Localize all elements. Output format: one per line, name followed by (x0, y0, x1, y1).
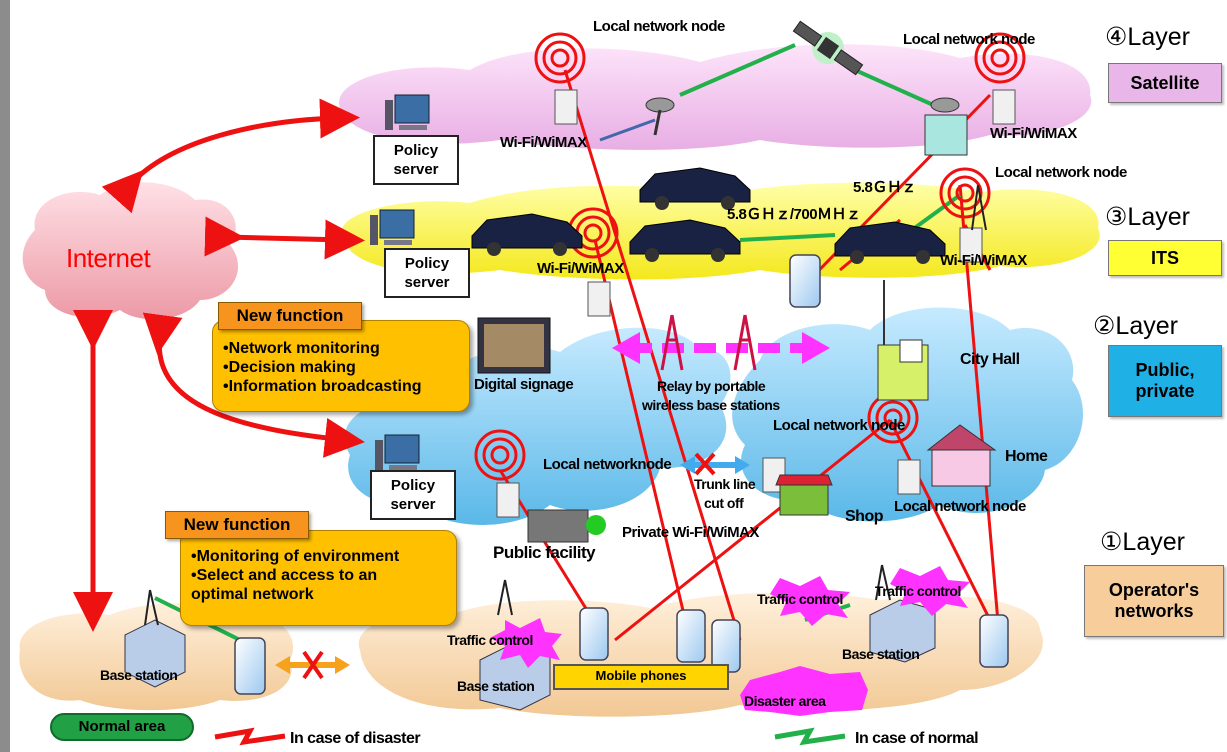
policy-server-label-1: Policy (390, 477, 436, 494)
digital-signage-label: Digital signage (474, 376, 574, 393)
trunk-line-label-1: Trunk line (694, 476, 756, 492)
layer4-title: ④Layer (1105, 23, 1190, 51)
policy-server-label-1: Policy (404, 255, 450, 272)
portable-base-station-icons (660, 314, 757, 371)
layer4-satellite-box: Satellite (1108, 63, 1222, 103)
mobile-phones-label: Mobile phones (553, 664, 729, 690)
satellite-dish-icon (645, 97, 675, 136)
local-network-node-label: Local networknode (543, 456, 672, 473)
normal-area-label: Normal area (50, 713, 194, 741)
disaster-area-label: Disaster area (744, 693, 826, 709)
policy-server-label-1: Policy (393, 142, 439, 159)
local-network-node-label: Local network node (903, 31, 1035, 48)
new-function-bottom-item: •Monitoring of environment (191, 548, 400, 565)
base-station-label: Base station (100, 667, 178, 683)
layer1-title: ①Layer (1100, 528, 1185, 556)
private-wifi-wimax-label: Private Wi-Fi/WiMAX (622, 524, 759, 541)
wifi-wimax-label: Wi-Fi/WiMAX (990, 125, 1077, 142)
legend-disaster-label: In case of disaster (290, 730, 421, 747)
layer2-public-private-box: Public, private (1108, 345, 1222, 417)
wifi-wimax-label: Wi-Fi/WiMAX (500, 134, 587, 151)
relay-arrow (612, 332, 830, 364)
legend-disaster-arrow (214, 727, 286, 746)
satellite-ground-links (599, 118, 656, 142)
satellite-cloud (339, 44, 1092, 150)
layer3-its-box: ITS (1108, 240, 1222, 276)
shop-icon (775, 474, 833, 516)
relay-label-line1: Relay by portable (657, 378, 766, 394)
trunk-line-arrow (680, 452, 750, 476)
base-station-label: Base station (457, 678, 535, 694)
satellite-ground-station-icon (924, 97, 968, 156)
node-rings-public-left (474, 429, 526, 481)
local-network-node-label: Local network node (773, 417, 905, 434)
frequency-58-label: 5.8ＧＨｚ (853, 179, 916, 196)
internet-its-link (204, 216, 365, 260)
new-function-top-item: •Information broadcasting (223, 378, 422, 395)
legend-normal-arrow (774, 727, 846, 746)
layer2-box-line2: private (1135, 381, 1195, 401)
public-facility-icon (527, 509, 606, 543)
frequency-58-700-label: 5.8ＧＨｚ/700ＭＨｚ (727, 206, 861, 223)
relay-label-line2: wireless base stations (642, 397, 780, 413)
layer2-box-line1: Public, (1135, 360, 1195, 381)
new-function-top-item: •Decision making (223, 359, 356, 376)
trunk-line-label-2: cut off (704, 495, 744, 511)
layer3-title: ③Layer (1105, 203, 1190, 231)
satellite-icon (792, 20, 864, 76)
tower-icons (144, 184, 987, 626)
layer1-box-line2: networks (1114, 601, 1194, 621)
policy-server-public: Policy server (370, 470, 456, 520)
node-rings-sat-right (974, 32, 1026, 84)
city-hall-label: City Hall (960, 351, 1020, 368)
internet-satellite-link (101, 98, 360, 214)
public-facility-label: Public facility (493, 543, 596, 562)
police-car-icons (471, 167, 946, 264)
new-function-top-header: New function (218, 302, 362, 330)
left-border (0, 0, 10, 752)
new-function-bottom-header: New function (165, 511, 309, 539)
policy-server-label-2: server (404, 274, 450, 291)
new-function-top-item: •Network monitoring (223, 340, 380, 357)
layer1-operator-box: Operator's networks (1084, 565, 1224, 637)
node-rings-its-right (939, 167, 991, 219)
policy-server-satellite: Policy server (373, 135, 459, 185)
base-station-label: Base station (842, 646, 920, 662)
new-function-bottom-item: optimal network (191, 586, 314, 603)
operator-cut-link (275, 650, 350, 680)
node-rings-sat-left (534, 32, 586, 84)
local-network-node-label: Local network node (593, 18, 725, 35)
internet-label: Internet (66, 243, 151, 273)
traffic-control-label: Traffic control (757, 591, 843, 607)
traffic-control-label: Traffic control (875, 583, 961, 599)
city-hall-icon (877, 280, 929, 401)
traffic-control-bursts (490, 566, 970, 716)
home-icon (926, 424, 997, 487)
policy-server-computer-icons (370, 94, 430, 470)
policy-server-label-2: server (390, 496, 436, 513)
internet-public-link (142, 312, 365, 458)
new-function-top-body: •Network monitoring •Decision making •In… (212, 320, 470, 412)
digital-signage-icon (477, 317, 551, 374)
wifi-wimax-label: Wi-Fi/WiMAX (537, 260, 624, 277)
home-label: Home (1005, 448, 1048, 465)
legend-normal-label: In case of normal (855, 730, 979, 747)
local-network-node-label: Local network node (995, 164, 1127, 181)
policy-server-its: Policy server (384, 248, 470, 298)
shop-label: Shop (845, 508, 884, 525)
local-network-node-label: Local network node (894, 498, 1026, 515)
new-function-bottom-body: •Monitoring of environment •Select and a… (180, 530, 457, 626)
layer1-box-line1: Operator's (1108, 580, 1200, 601)
layer2-title: ②Layer (1093, 312, 1178, 340)
new-function-bottom-item: •Select and access to an (191, 567, 378, 584)
access-point-icons (496, 89, 1016, 518)
policy-server-label-2: server (393, 161, 439, 178)
traffic-control-label: Traffic control (447, 632, 533, 648)
wifi-wimax-label: Wi-Fi/WiMAX (940, 252, 1027, 269)
internet-cloud (22, 182, 239, 320)
